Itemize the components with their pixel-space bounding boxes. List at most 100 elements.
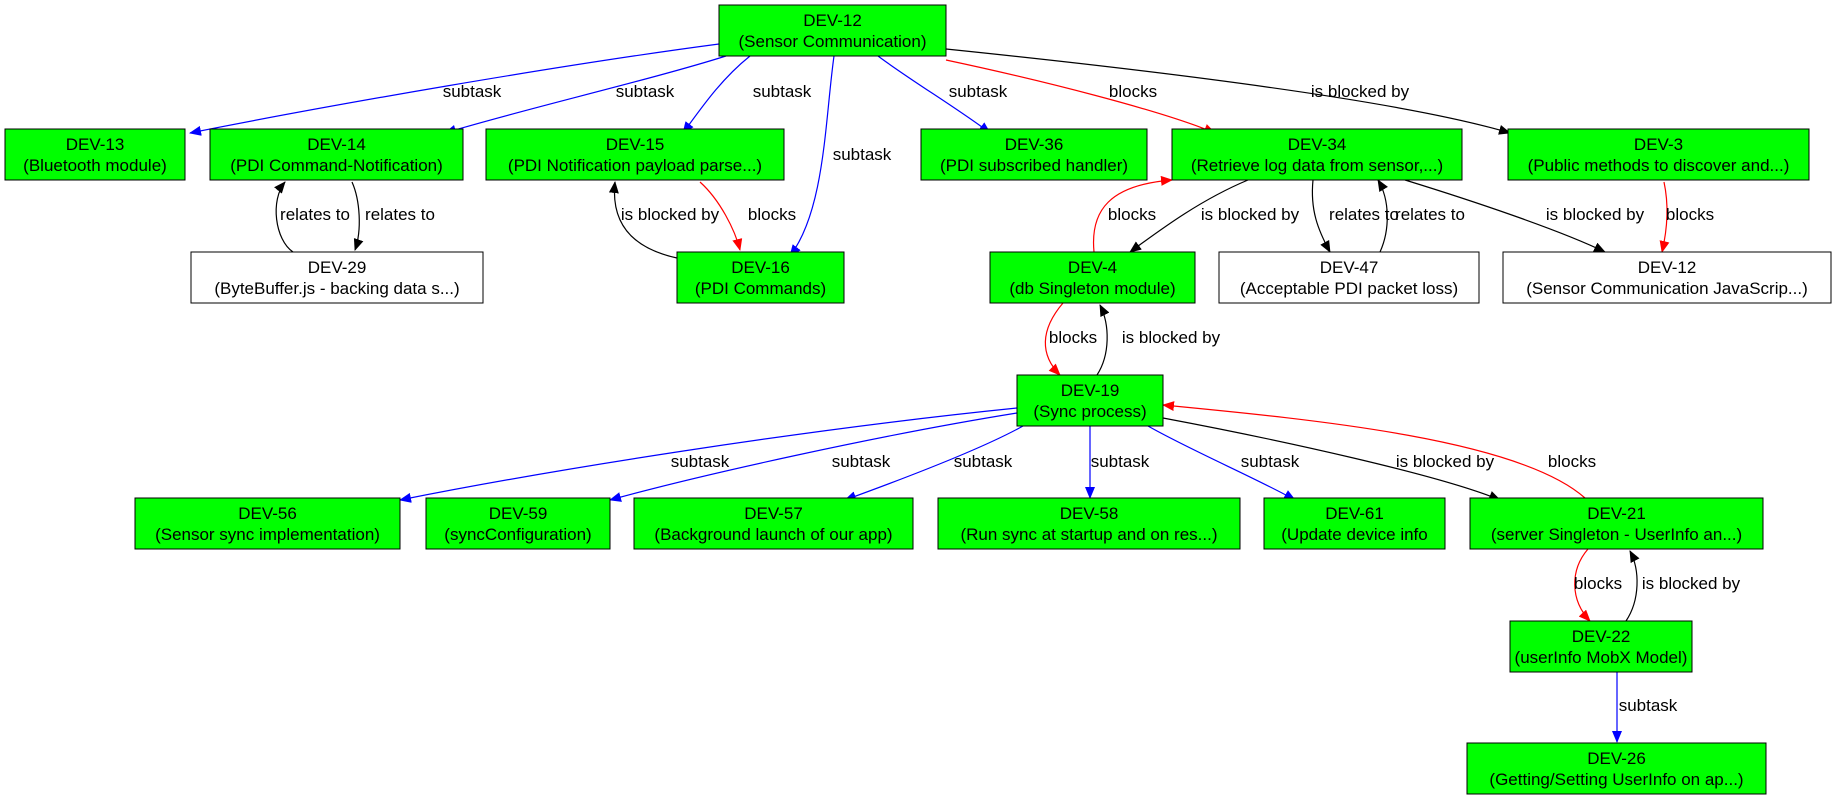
- edge-dev12-to-dev16: [789, 55, 835, 257]
- node-box[interactable]: [425, 497, 611, 550]
- edge-labels-layer: subtask subtask subtask subtask subtask block…: [280, 82, 1741, 715]
- edge-label: subtask: [671, 452, 730, 471]
- node-key: DEV-58: [1060, 504, 1119, 523]
- edge-dev21-to-dev22: [1574, 548, 1591, 622]
- node-dev4[interactable]: DEV-4 (db Singleton module): [989, 251, 1196, 304]
- node-summary: (Background launch of our app): [654, 525, 892, 544]
- node-key: DEV-29: [308, 258, 367, 277]
- node-dev12[interactable]: DEV-12 (Sensor Communication): [718, 4, 947, 57]
- node-summary: (Update device info: [1281, 525, 1427, 544]
- node-summary: (Public methods to discover and...): [1528, 156, 1790, 175]
- edge-label: relates to: [365, 205, 435, 224]
- node-dev59[interactable]: DEV-59(syncConfiguration): [425, 497, 611, 550]
- edge-label: subtask: [1619, 696, 1678, 715]
- edge-label: relates to: [1395, 205, 1465, 224]
- node-key: DEV-47: [1320, 258, 1379, 277]
- node-box[interactable]: [209, 128, 464, 181]
- node-dev56[interactable]: DEV-56(Sensor sync implementation): [134, 497, 401, 550]
- node-dev61[interactable]: DEV-61 (Update device info: [1263, 497, 1446, 550]
- node-dev34[interactable]: DEV-34(Retrieve log data from sensor,...…: [1171, 128, 1463, 181]
- edge-label: subtask: [616, 82, 675, 101]
- node-summary: (Acceptable PDI packet loss): [1240, 279, 1458, 298]
- node-dev14[interactable]: DEV-14(PDI Command-Notification): [209, 128, 464, 181]
- edge-dev4-to-dev19: [1044, 302, 1064, 376]
- node-summary: (ByteBuffer.js - backing data s...): [214, 279, 459, 298]
- edge-label: blocks: [1109, 82, 1157, 101]
- node-box[interactable]: [989, 251, 1196, 304]
- node-dev12b[interactable]: DEV-12(Sensor Communication JavaScrip...…: [1502, 251, 1832, 304]
- node-box[interactable]: [1016, 374, 1164, 427]
- edge-label: subtask: [954, 452, 1013, 471]
- node-box[interactable]: [920, 128, 1148, 181]
- node-box[interactable]: [676, 251, 845, 304]
- node-dev36[interactable]: DEV-36(PDI subscribed handler): [920, 128, 1148, 181]
- edge-label: is blocked by: [1546, 205, 1645, 224]
- edge-label: subtask: [753, 82, 812, 101]
- node-summary: (Run sync at startup and on res...): [960, 525, 1217, 544]
- node-box[interactable]: [4, 128, 186, 181]
- node-box[interactable]: [1509, 620, 1693, 673]
- node-key: DEV-12: [803, 11, 862, 30]
- node-key: DEV-36: [1005, 135, 1064, 154]
- node-box[interactable]: [190, 251, 484, 304]
- node-summary: (Sync process): [1033, 402, 1146, 421]
- node-key: DEV-16: [731, 258, 790, 277]
- node-key: DEV-22: [1572, 627, 1631, 646]
- edge-label: subtask: [949, 82, 1008, 101]
- node-summary: (Sensor sync implementation): [155, 525, 380, 544]
- edge-dev19-to-dev4: [1096, 304, 1110, 376]
- node-key: DEV-26: [1587, 749, 1646, 768]
- node-box[interactable]: [1218, 251, 1480, 304]
- edge-dev22-to-dev21: [1625, 550, 1640, 622]
- edge-label: subtask: [1241, 452, 1300, 471]
- node-summary: (PDI Notification payload parse...): [508, 156, 762, 175]
- node-dev3[interactable]: DEV-3(Public methods to discover and...): [1507, 128, 1810, 181]
- node-dev19[interactable]: DEV-19(Sync process): [1016, 374, 1164, 427]
- node-box[interactable]: [485, 128, 785, 181]
- edges-layer: [189, 43, 1670, 743]
- node-box[interactable]: [1469, 497, 1764, 550]
- node-summary: (syncConfiguration): [444, 525, 591, 544]
- edge-dev47-to-dev34: [1377, 179, 1388, 253]
- node-key: DEV-61: [1325, 504, 1384, 523]
- edge-label: subtask: [833, 145, 892, 164]
- edge-label: relates to: [1329, 205, 1399, 224]
- node-key: DEV-4: [1068, 258, 1117, 277]
- node-box[interactable]: [1502, 251, 1832, 304]
- node-box[interactable]: [134, 497, 401, 550]
- node-key: DEV-15: [606, 135, 665, 154]
- node-box[interactable]: [937, 497, 1241, 550]
- edge-dev14-to-dev29: [351, 181, 364, 251]
- node-dev29[interactable]: DEV-29 (ByteBuffer.js - backing data s...…: [190, 251, 484, 304]
- edge-dev12-to-dev14: [444, 55, 727, 135]
- node-box[interactable]: [718, 4, 947, 57]
- edge-dev21-to-dev19: [1162, 401, 1586, 499]
- node-dev26[interactable]: DEV-26(Getting/Setting UserInfo on ap...…: [1466, 742, 1767, 795]
- node-box[interactable]: [1171, 128, 1463, 181]
- node-summary: (db Singleton module): [1009, 279, 1175, 298]
- node-dev21[interactable]: DEV-21(server Singleton - UserInfo an...…: [1469, 497, 1764, 550]
- node-box[interactable]: [633, 497, 914, 550]
- edge-label: is blocked by: [1642, 574, 1741, 593]
- node-dev58[interactable]: DEV-58 (Run sync at startup and on res...…: [937, 497, 1241, 550]
- node-key: DEV-13: [66, 135, 125, 154]
- edge-dev34-to-dev47: [1311, 179, 1331, 253]
- node-summary: (PDI Commands): [695, 279, 826, 298]
- node-dev22[interactable]: DEV-22(userInfo MobX Model): [1509, 620, 1693, 673]
- node-box[interactable]: [1263, 497, 1446, 550]
- edge-label: is blocked by: [1122, 328, 1221, 347]
- node-box[interactable]: [1507, 128, 1810, 181]
- edge-label: blocks: [1574, 574, 1622, 593]
- edge-dev19-to-dev57: [844, 425, 1024, 501]
- node-box[interactable]: [1466, 742, 1767, 795]
- node-dev47[interactable]: DEV-47 (Acceptable PDI packet loss): [1218, 251, 1480, 304]
- node-dev16[interactable]: DEV-16 (PDI Commands): [676, 251, 845, 304]
- node-summary: (Bluetooth module): [23, 156, 167, 175]
- edge-label: subtask: [443, 82, 502, 101]
- node-dev13[interactable]: DEV-13 (Bluetooth module): [4, 128, 186, 181]
- node-dev57[interactable]: DEV-57(Background launch of our app): [633, 497, 914, 550]
- edge-dev12-to-dev34: [945, 59, 1216, 134]
- node-summary: (Sensor Communication): [738, 32, 926, 51]
- edge-label: is blocked by: [1311, 82, 1410, 101]
- node-dev15[interactable]: DEV-15 (PDI Notification payload parse...…: [485, 128, 785, 181]
